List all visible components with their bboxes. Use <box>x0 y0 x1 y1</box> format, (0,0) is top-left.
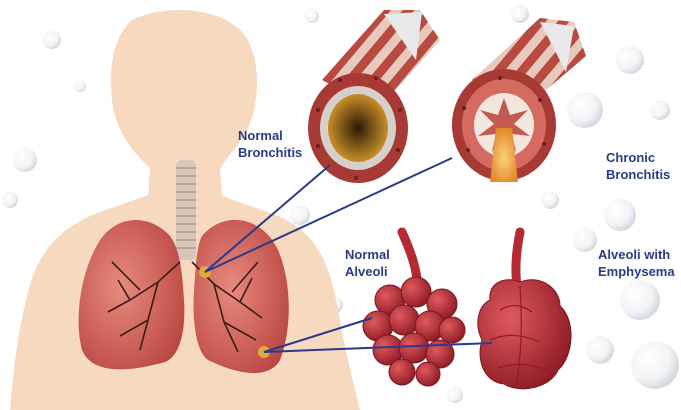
trachea <box>176 160 196 260</box>
normal-bronchus <box>308 10 440 183</box>
chronic-bronchus <box>452 18 586 182</box>
chronic-bronchitis-label: Chronic Bronchitis <box>606 149 670 183</box>
normal-alveoli-label: Normal Alveoli <box>345 246 390 280</box>
emphysema-alveoli-label: Alveoli with Emphysema <box>598 246 675 280</box>
normal-bronchitis-label: Normal Bronchitis <box>238 127 302 161</box>
emphysema-alveoli <box>478 232 571 389</box>
